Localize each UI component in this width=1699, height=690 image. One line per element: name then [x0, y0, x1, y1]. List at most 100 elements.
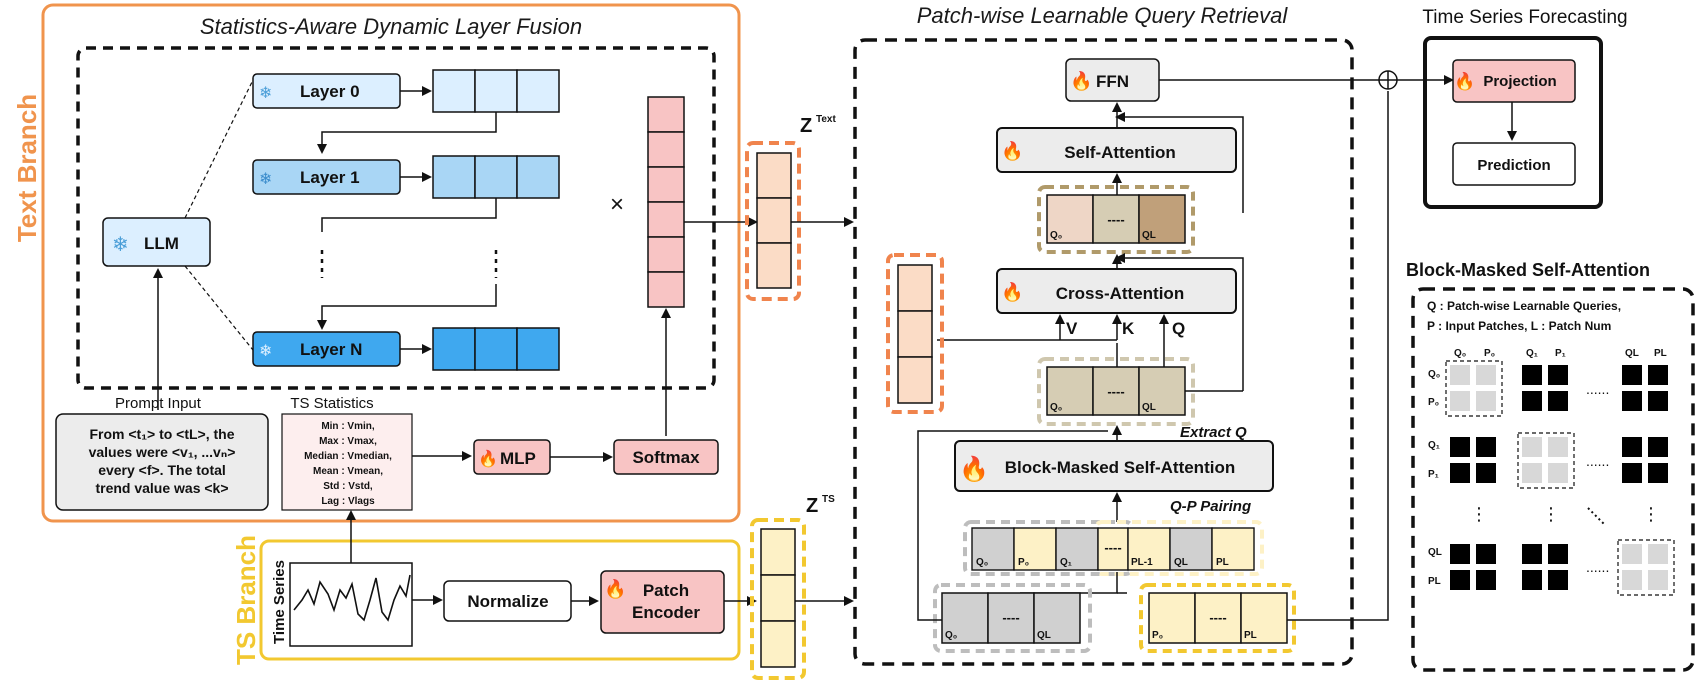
mask-diagonal-block: [1445, 360, 1503, 417]
mask-cell-visible: [1476, 365, 1496, 385]
llm-box: [102, 217, 211, 267]
patch-encoder-label-1: Patch: [643, 581, 689, 600]
prediction-box: [1452, 142, 1576, 186]
prompt-line: every <f>. The total: [98, 462, 226, 478]
mask-cell-visible: [1450, 365, 1470, 385]
q0-label: Q₀: [1050, 230, 1062, 241]
block-mask-legend-2: P : Input Patches, L : Patch Num: [1427, 319, 1611, 333]
projection-box: [1452, 59, 1576, 103]
snowflake-icon: ❄: [259, 85, 272, 102]
softmax-box: [613, 439, 719, 475]
mask-cell-masked: [1648, 463, 1668, 483]
qp-paired-sequence: [971, 527, 1255, 571]
layer-1-label: Layer 1: [300, 168, 360, 187]
q0-label: Q₀: [1050, 402, 1062, 413]
mask-row-labels: Q₀ P₀ Q₁ P₁ QL PL: [1428, 369, 1442, 587]
cross-attention-label: Cross-Attention: [1056, 284, 1184, 303]
mask-cell-masked: [1648, 437, 1668, 457]
weight-vector: [647, 96, 685, 308]
text-branch-frame: [41, 3, 741, 523]
mask-cell-masked: [1622, 391, 1642, 411]
z-ts-sup: TS: [822, 494, 835, 505]
llm-label: LLM: [144, 234, 179, 253]
learnable-query-dashed: [933, 583, 1092, 653]
mask-cell-visible: [1522, 463, 1542, 483]
layer-1-output-vector: [432, 155, 560, 199]
fire-icon: 🔥: [1070, 70, 1092, 91]
mask-cell-masked: [1476, 570, 1496, 590]
mask-column-labels: Q₀ P₀ Q₁ P₁ QL PL: [1454, 348, 1667, 359]
mask-hdots: ......: [1586, 453, 1609, 469]
skip-connection: [1287, 91, 1389, 621]
mask-vdots: ⋮: [1642, 504, 1660, 524]
ql-label: QL: [1142, 230, 1156, 241]
svg-text:P₀: P₀: [1484, 348, 1495, 359]
layer-n-output-vector: [432, 327, 560, 371]
mask-cell-visible: [1548, 463, 1568, 483]
layer-0-label: Layer 0: [300, 82, 360, 101]
fire-icon: 🔥: [1454, 71, 1475, 91]
pair-cell-label: ----: [1104, 540, 1121, 555]
mask-cell-visible: [1522, 437, 1542, 457]
patch-encoder-box: [600, 570, 725, 634]
dots-label: ----: [1209, 610, 1226, 625]
mask-cell-masked: [1476, 437, 1496, 457]
residual-arrow: [1115, 253, 1244, 391]
stats-title: TS Statistics: [290, 395, 373, 412]
query-vector-refined: [1046, 194, 1186, 244]
text-memory-vector: [897, 264, 933, 404]
block-masked-box: [954, 440, 1274, 492]
time-series-axis-label: Time Series: [271, 560, 288, 644]
z-text-vector: [756, 152, 792, 289]
qp-pairing-label: Q-P Pairing: [1170, 498, 1251, 515]
input-patches-dashed: [1139, 583, 1296, 653]
mask-cell-masked: [1548, 365, 1568, 385]
svg-text:Q₀: Q₀: [1428, 369, 1440, 380]
query-bypass-line: [917, 430, 1108, 621]
k-label: K: [1122, 319, 1135, 338]
svg-text:QL: QL: [1428, 547, 1442, 558]
fire-icon: 🔥: [1001, 140, 1023, 161]
mask-cell-masked: [1622, 463, 1642, 483]
fusion-title: Statistics-Aware Dynamic Layer Fusion: [200, 14, 582, 39]
dots-label: ----: [1002, 610, 1019, 625]
mask-cell-masked: [1548, 544, 1568, 564]
z-text-label: Z: [800, 115, 812, 137]
pair-cell-label: Q₁: [1060, 557, 1072, 568]
mask-cell-masked: [1450, 544, 1470, 564]
fire-icon: 🔥: [478, 449, 498, 468]
forecasting-title: Time Series Forecasting: [1422, 7, 1627, 28]
q-label: Q: [1172, 319, 1185, 338]
mask-cell-masked: [1522, 365, 1542, 385]
extracted-query-vector: [1046, 366, 1186, 416]
block-mask-frame: [1411, 287, 1695, 672]
snowflake-icon: ❄: [259, 343, 272, 360]
stat-line: Min : Vmin,: [321, 421, 375, 432]
mask-cell-masked: [1648, 391, 1668, 411]
fire-icon: 🔥: [604, 578, 626, 599]
svg-text:Q₁: Q₁: [1428, 440, 1440, 451]
mask-cell-masked: [1450, 570, 1470, 590]
layer-0-output-vector: [432, 69, 560, 113]
mask-vdots: ⋮: [1542, 504, 1560, 524]
snowflake-icon: ❄: [259, 171, 272, 188]
svg-text:P₁: P₁: [1555, 348, 1566, 359]
ts-branch-frame: [259, 539, 741, 661]
mlp-label: MLP: [500, 449, 536, 468]
dots-label: ----: [1107, 212, 1124, 227]
stat-line: Median : Vmedian,: [304, 451, 392, 462]
block-mask-title: Block-Masked Self-Attention: [1406, 260, 1650, 280]
svg-text:Q₀: Q₀: [1454, 348, 1466, 359]
stat-line: Mean : Vmean,: [313, 466, 383, 477]
mask-diagonal-block: [1617, 539, 1675, 596]
connector: [321, 198, 497, 232]
svg-text:Q₁: Q₁: [1526, 348, 1538, 359]
pl-label: PL: [1244, 630, 1257, 641]
query-dashed: [1037, 185, 1195, 254]
retrieval-title: Patch-wise Learnable Query Retrieval: [917, 3, 1289, 28]
block-mask-legend-1: Q : Patch-wise Learnable Queries,: [1427, 299, 1621, 313]
mask-diagonal-block: [1517, 432, 1575, 489]
fire-icon: 🔥: [1001, 281, 1023, 302]
input-patches-vector: [1148, 592, 1288, 644]
